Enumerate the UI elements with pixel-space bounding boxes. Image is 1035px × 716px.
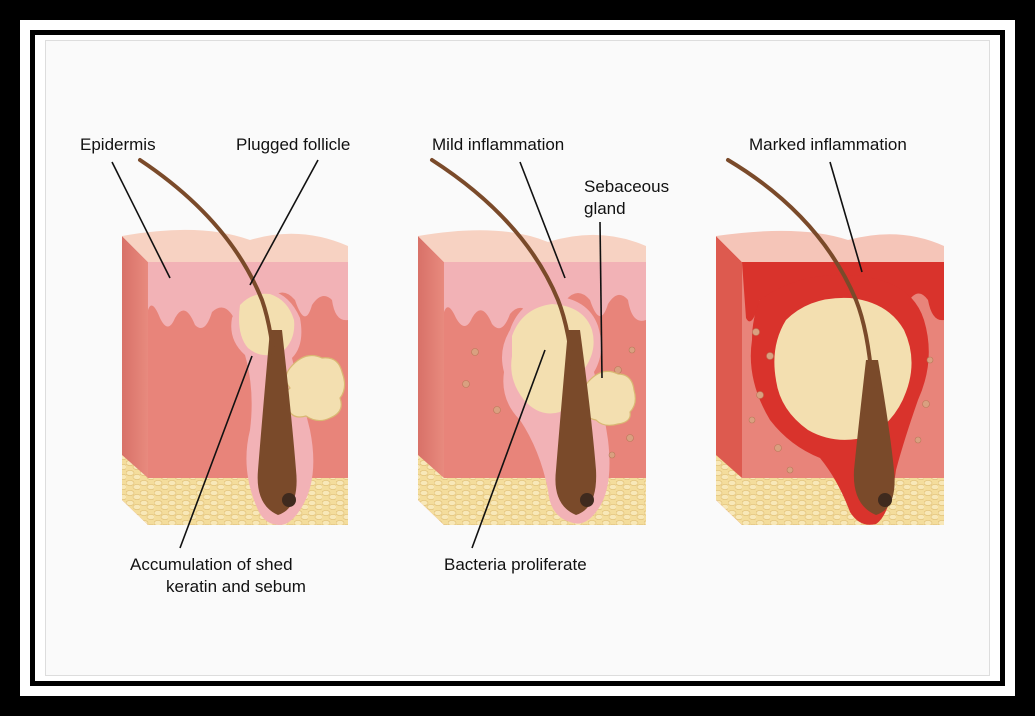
label-plugged-follicle: Plugged follicle: [236, 135, 350, 154]
block3-top: [716, 231, 944, 262]
panel-marked-inflammation: [716, 160, 944, 525]
block2-papilla: [580, 493, 594, 507]
label-accumulation-line2: keratin and sebum: [166, 577, 306, 596]
block1-sebaceous-gland: [284, 356, 344, 421]
label-sebaceous-line1: Sebaceous: [584, 177, 669, 196]
block1-papilla: [282, 493, 296, 507]
label-bacteria-proliferate: Bacteria proliferate: [444, 555, 587, 574]
panel-plugged-follicle: [122, 160, 348, 525]
label-marked-inflammation: Marked inflammation: [749, 135, 907, 154]
block1-top: [122, 230, 348, 262]
label-accumulation-line1: Accumulation of shed: [130, 555, 293, 574]
block2-top: [418, 230, 646, 262]
label-epidermis: Epidermis: [80, 135, 156, 154]
label-mild-inflammation: Mild inflammation: [432, 135, 564, 154]
block1-fat: [148, 478, 348, 525]
block3-papilla: [878, 493, 892, 507]
label-sebaceous-line2: gland: [584, 199, 626, 218]
block2-fat: [444, 478, 646, 525]
